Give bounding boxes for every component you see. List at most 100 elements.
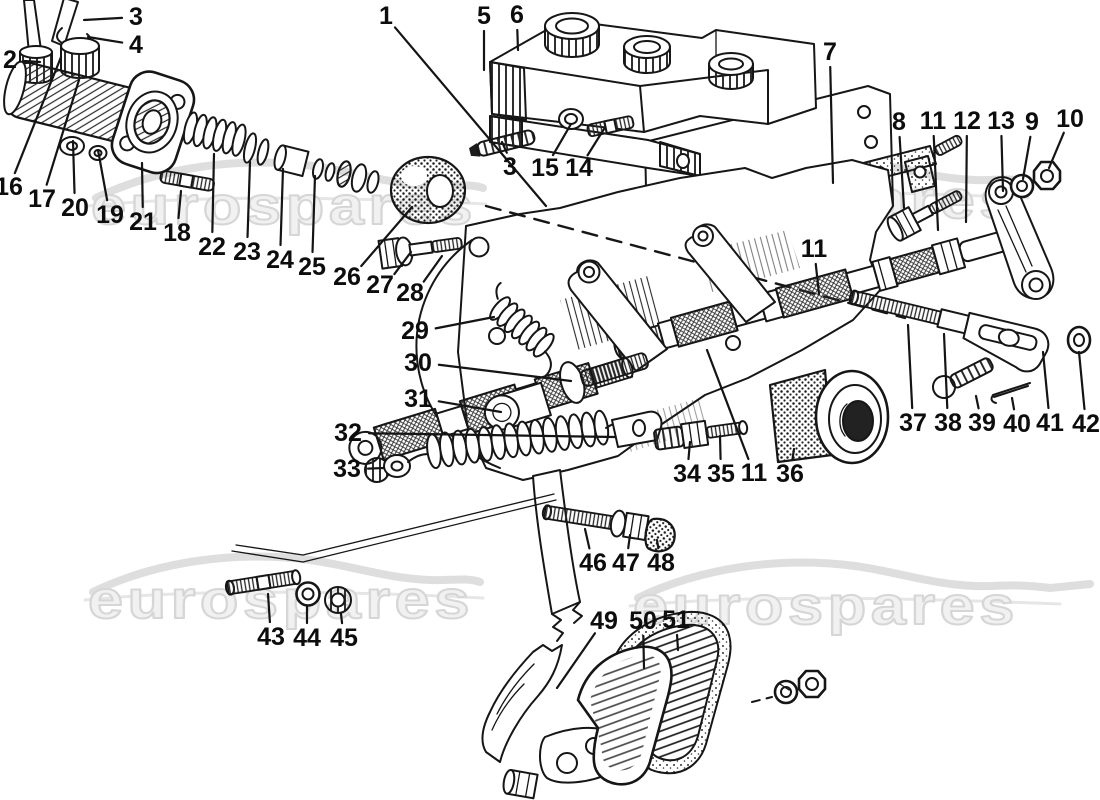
part-label-42: 42 (1072, 410, 1100, 438)
part-label-39: 39 (968, 409, 996, 437)
leader-line-20 (71, 139, 76, 195)
part-label-12: 12 (953, 107, 981, 135)
nut-10 (1032, 160, 1062, 191)
leader-line-27 (393, 250, 413, 276)
leader-line-34 (687, 440, 692, 461)
spacer-24 (273, 144, 310, 178)
leader-line-29 (434, 315, 496, 330)
pushrod-fitting (60, 37, 100, 79)
bolt-8 (886, 190, 963, 242)
pedal-bolt (502, 768, 539, 800)
leader-line-36 (791, 447, 796, 461)
leader-line-43 (266, 592, 272, 624)
part-label-21: 21 (129, 208, 157, 236)
part-label-27: 27 (366, 271, 394, 299)
watermark-bottom-left: eurospares (83, 552, 485, 631)
part-label-5: 5 (477, 2, 491, 30)
bolt-27-28 (377, 236, 463, 270)
part-label-44: 44 (293, 624, 321, 652)
pivot-pin-assembly (483, 352, 649, 431)
part-label-34: 34 (673, 460, 701, 488)
leader-line-37 (906, 323, 914, 410)
leader-line-47 (627, 533, 632, 550)
part-label-48: 48 (647, 549, 675, 577)
part-label-47: 47 (612, 549, 640, 577)
leader-line-18 (177, 189, 183, 220)
seal-washer-2 (366, 170, 380, 194)
leader-line-15 (551, 122, 573, 157)
leader-line-35 (718, 434, 722, 461)
seal-ring-20 (59, 136, 85, 156)
leader-line-12 (964, 134, 968, 224)
leader-line-39 (974, 394, 980, 410)
part-label-11: 11 (741, 459, 768, 487)
union-nut-15 (558, 108, 584, 130)
leader-line-50 (642, 634, 646, 670)
part-label-40: 40 (1003, 410, 1031, 438)
leader-line-42 (1077, 350, 1086, 411)
leader-line-13 (1000, 134, 1005, 193)
part-label-20: 20 (61, 194, 89, 222)
master-cylinder-assembly (3, 0, 467, 270)
leader-line-16 (13, 55, 63, 175)
leader-line-45 (339, 612, 344, 625)
leader-line-32 (367, 432, 617, 439)
yoke-link (611, 410, 663, 448)
leader-line-7 (829, 65, 835, 185)
mounting-flange-21 (110, 70, 196, 175)
part-label-28: 28 (396, 279, 424, 307)
washer-22 (242, 132, 258, 164)
washer-44 (295, 581, 321, 607)
part-label-31: 31 (404, 385, 432, 413)
return-spring-29 (489, 281, 555, 379)
part-label-23: 23 (233, 238, 261, 266)
leader-line-11 (814, 262, 821, 296)
part-label-45: 45 (330, 624, 358, 652)
rubber-boot-26 (389, 155, 467, 225)
leader-line-8 (898, 135, 906, 210)
part-label-18: 18 (163, 219, 191, 247)
leader-line-48 (655, 538, 660, 550)
stud-14 (586, 115, 635, 138)
operating-rod-37 (848, 289, 1092, 404)
clevis-pin-39 (932, 357, 994, 399)
leader-line-28 (422, 254, 444, 283)
leader-line-9 (1021, 135, 1032, 181)
leader-line-46 (583, 527, 591, 550)
part-label-29: 29 (401, 317, 429, 345)
leader-line-3 (82, 16, 124, 22)
cable-rod-2 (23, 0, 42, 54)
part-label-9: 9 (1025, 108, 1039, 136)
leader-line-24 (279, 167, 285, 247)
part-label-15: 15 (531, 154, 559, 182)
piston-spring (182, 111, 247, 157)
leader-line-6 (516, 28, 520, 52)
leader-line-10 (1047, 131, 1065, 170)
reservoir-bracket (489, 115, 701, 177)
part-label-51: 51 (662, 606, 690, 634)
part-label-1: 1 (379, 2, 393, 30)
cylinder-body (3, 60, 145, 145)
leader-line-2 (22, 59, 42, 64)
part-label-24: 24 (266, 246, 294, 274)
idler-lever-13 (984, 176, 1055, 300)
leader-line-40 (1010, 396, 1016, 411)
leader-line-49 (555, 632, 597, 690)
pedal-arm-upper (532, 469, 583, 642)
part-label-38: 38 (934, 409, 962, 437)
seal-cup (336, 160, 352, 188)
part-label-17: 17 (28, 185, 56, 213)
leader-line-23 (246, 160, 252, 239)
cotter-pin-40 (990, 382, 1031, 404)
part-label-33: 33 (333, 455, 361, 483)
stop-screw-group (541, 504, 676, 553)
clevis-washer-42 (1066, 325, 1092, 355)
part-label-49: 49 (590, 607, 618, 635)
pad-nut (797, 669, 827, 699)
part-label-25: 25 (298, 253, 326, 281)
part-label-46: 46 (579, 549, 607, 577)
part-label-11: 11 (801, 235, 828, 263)
leader-line-33 (366, 466, 386, 470)
spring-hook-left (407, 453, 429, 463)
